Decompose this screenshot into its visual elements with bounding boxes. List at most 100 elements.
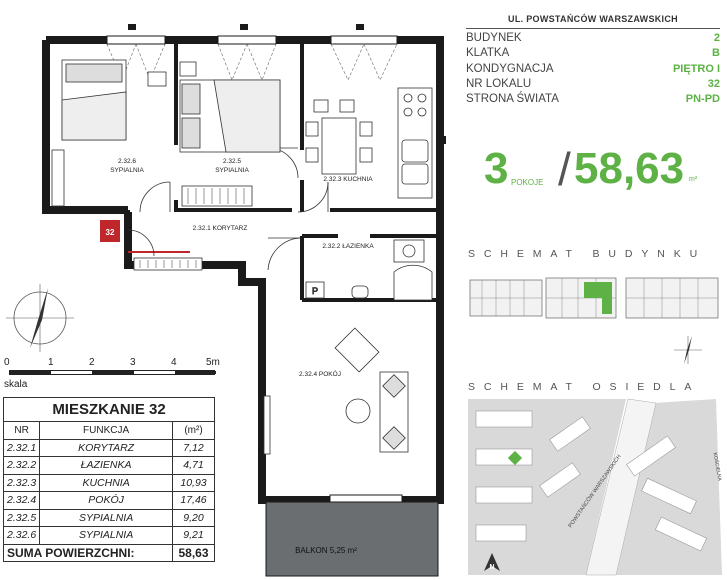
info-key: BUDYNEK — [466, 32, 522, 44]
info-value: PN-PD — [685, 93, 720, 106]
scale-tick-0: 0 — [4, 357, 10, 368]
info-row: NR LOKALU 32 — [466, 77, 720, 92]
info-list: BUDYNEK 2 KLATKA B KONDYGNACJA PIĘTRO I NR … — [466, 31, 720, 107]
room-label-korytarz: 2.32.1 KORYTARZ — [193, 225, 248, 232]
info-value: 2 — [713, 32, 720, 44]
info-row: STRONA ŚWIATA PN-PD — [466, 92, 720, 107]
scale-bar-graphic — [9, 370, 216, 375]
scale-tick-2: 2 — [89, 357, 95, 368]
svg-text:P: P — [312, 286, 318, 296]
window-swing-lines — [106, 43, 398, 81]
table-row: 2.32.6 SYPIALNIA 9,21 — [2, 526, 215, 545]
table-row: 2.32.3 KUCHNIA 10,93 — [2, 473, 215, 492]
row-nr: 2.32.3 — [2, 473, 41, 492]
row-area: 10,93 — [172, 473, 215, 492]
table-title: MIESZKANIE 32 — [3, 397, 215, 422]
info-key: STRONA ŚWIATA — [466, 93, 559, 106]
row-function: ŁAZIENKA — [39, 456, 173, 475]
info-value: B — [712, 47, 720, 60]
row-function: SYPIALNIA — [39, 508, 173, 527]
room-label-sypialnia-6: SYPIALNIA — [110, 167, 144, 174]
table-row: 2.32.4 POKÓJ 17,46 — [2, 491, 215, 510]
estate-schema: POWSTAŃCÓW WARSZAWSKICH KOŚCIELNA N — [466, 397, 724, 577]
table-header-area: (m²) — [172, 421, 215, 440]
compass-icon — [6, 284, 74, 352]
room-label-sypialnia-5-nr: 2.32.5 — [223, 158, 241, 165]
row-area: 7,12 — [172, 438, 215, 457]
estate-highlighted-building — [507, 450, 523, 466]
info-row: KONDYGNACJA PIĘTRO I — [466, 62, 720, 77]
info-key: KONDYGNACJA — [466, 62, 554, 75]
nightstand — [147, 71, 167, 87]
table-row: 2.32.2 ŁAZIENKA 4,71 — [2, 456, 215, 475]
interior-walls — [126, 42, 438, 302]
balcony — [265, 501, 439, 577]
table-row: 2.32.5 SYPIALNIA 9,20 — [2, 508, 215, 527]
wardrobe-hatching — [139, 188, 245, 268]
table-header-function: FUNKCJA — [39, 421, 173, 440]
info-key: NR LOKALU — [466, 77, 532, 90]
info-key: KLATKA — [466, 47, 510, 60]
room-label-lazienka: 2.32.2 ŁAZIENKA — [322, 243, 374, 250]
row-nr: 2.32.1 — [2, 438, 41, 457]
building-compass-icon — [674, 336, 702, 364]
kitchen-table — [305, 99, 373, 175]
row-function: KORYTARZ — [39, 438, 173, 457]
info-value: PIĘTRO I — [672, 62, 720, 75]
unit-info-panel: UL. POWSTAŃCÓW WARSZAWSKICH BUDYNEK 2 KLA… — [466, 14, 720, 107]
scale-tick-3: 3 — [130, 357, 136, 368]
room-label-sypialnia-5: SYPIALNIA — [215, 167, 249, 174]
info-value: 32 — [707, 77, 720, 90]
scale-tick-5: 5m — [206, 357, 220, 368]
bed-room-6 — [61, 59, 127, 141]
unit-badge — [100, 220, 120, 242]
window-markers — [128, 24, 446, 144]
row-function: SYPIALNIA — [39, 526, 173, 545]
table-header-nr: NR — [2, 421, 41, 440]
floor-plan: P 32 2.32.6 SYPIALNIA 2.32.5 SYPIALNIA 2… — [6, 24, 446, 577]
room-label-balkon: BALKON 5,25 m² — [295, 546, 357, 555]
building-schema — [469, 277, 719, 319]
estate-north-icon: N — [484, 553, 500, 571]
info-row: KLATKA B — [466, 46, 720, 61]
row-nr: 2.32.4 — [2, 491, 41, 510]
room-label-pokoj: 2.32.4 POKÓJ — [299, 369, 341, 378]
bathroom-fixtures: P — [305, 239, 433, 301]
rooms-word: POKOJE — [511, 178, 544, 187]
scale-tick-4: 4 — [171, 357, 177, 368]
row-area: 17,46 — [172, 491, 215, 510]
info-row: BUDYNEK 2 — [466, 31, 720, 46]
row-nr: 2.32.6 — [2, 526, 41, 545]
row-function: KUCHNIA — [39, 473, 173, 492]
wardrobes — [51, 149, 253, 271]
highlighted-unit — [584, 282, 612, 314]
row-nr: 2.32.2 — [2, 456, 41, 475]
kitchen-counter — [397, 87, 433, 199]
headline-summary: 3 POKOJE / 58,63 m² — [484, 143, 724, 196]
unit-area-table: MIESZKANIE 32 NR FUNKCJA (m²) 2.32.1 KOR… — [2, 397, 215, 562]
room-label-kuchnia: 2.32.3 KUCHNIA — [323, 176, 373, 183]
total-area: 58,63 — [574, 144, 685, 193]
scale-tick-1: 1 — [48, 357, 54, 368]
room-label-sypialnia-6-nr: 2.32.6 — [118, 158, 136, 165]
scale-label: skala — [4, 379, 28, 390]
estate-schema-title: SCHEMAT OSIEDLA — [468, 381, 701, 393]
table-sum-row: SUMA POWIERZCHNI: 58,63 — [3, 543, 215, 562]
sum-label: SUMA POWIERZCHNI: — [3, 543, 173, 562]
row-function: POKÓJ — [39, 491, 173, 510]
svg-text:N: N — [489, 564, 494, 571]
headline-slash: / — [558, 143, 571, 195]
street-name: UL. POWSTAŃCÓW WARSZAWSKICH — [466, 14, 720, 29]
total-area-unit: m² — [689, 176, 698, 183]
rooms-count: 3 — [484, 144, 509, 193]
row-area: 9,20 — [172, 508, 215, 527]
row-area: 9,21 — [172, 526, 215, 545]
unit-badge-label: 32 — [106, 228, 115, 237]
row-area: 4,71 — [172, 456, 215, 475]
bed-room-5 — [179, 61, 281, 153]
scale-bar: 0 1 2 3 4 5m skala — [4, 357, 230, 390]
living-room-furniture — [263, 327, 409, 455]
building-schema-title: SCHEMAT BUDYNKU — [468, 248, 707, 260]
table-row: 2.32.1 KORYTARZ 7,12 — [2, 438, 215, 457]
row-nr: 2.32.5 — [2, 508, 41, 527]
